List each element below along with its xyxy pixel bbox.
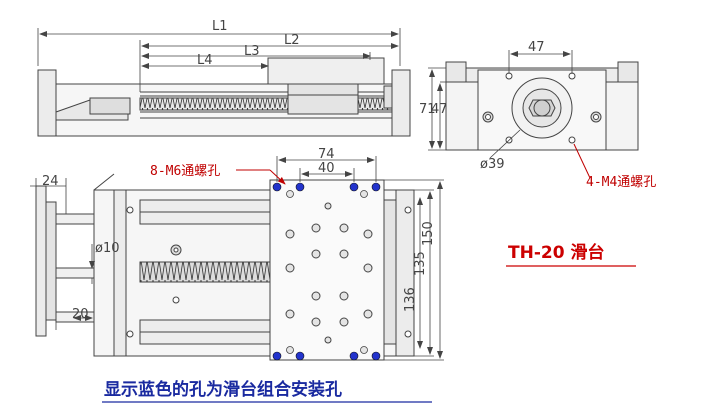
dim-150-label: 150 [421,221,436,246]
dim-10-label: ø10 [95,241,120,256]
dim-l2-label: L2 [284,33,300,48]
side-view-dimensions [37,28,401,92]
m4-note: 4-M4通螺孔 [586,175,656,190]
dim-39-label: ø39 [480,157,505,172]
caption-text: 显示蓝色的孔为滑台组合安装孔 [104,379,342,400]
dim-40-label: 40 [318,161,335,176]
m6-note: 8-M6通螺孔 [150,164,220,179]
dim-20-label: 20 [72,307,89,322]
dim-l4-label: L4 [197,53,213,68]
dim-24-label: 24 [42,174,59,189]
end-view [445,61,639,151]
dim-47-label: 47 [528,40,545,55]
dim-136-label: 136 [403,287,418,312]
top-view [35,173,415,361]
dim-74-label: 74 [318,147,335,162]
dim-47v-label: 47 [431,102,448,117]
m6-leader [269,169,286,185]
m4-leader [573,143,591,179]
top-view-dimensions [30,156,444,361]
side-view [37,57,411,137]
blue-mounting-holes [272,182,381,361]
dim-l1-label: L1 [212,19,228,34]
dim-135-label: 135 [413,251,428,276]
model-title: TH-20 滑台 [508,242,604,263]
end-view-dimensions [428,50,573,159]
dim-71-label: 71 [419,102,436,117]
dim-l3-label: L3 [244,44,260,59]
